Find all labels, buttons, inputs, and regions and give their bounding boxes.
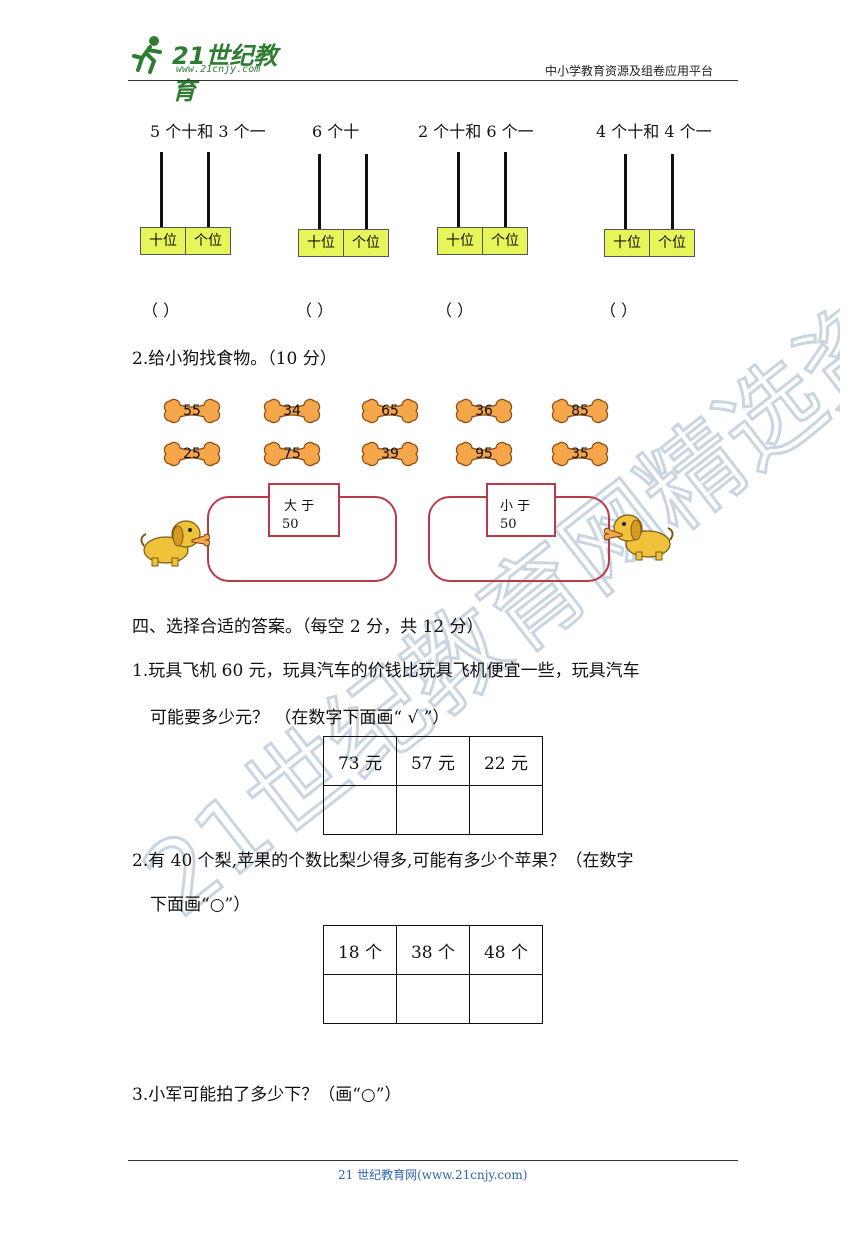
bone-icon xyxy=(163,441,221,467)
footer-text: 21 世纪教育网(www.21cnjy.com) xyxy=(338,1168,528,1182)
option-cell: 18 个 xyxy=(323,925,397,975)
ones-label: 个位 xyxy=(491,233,519,249)
q4-1-options-table: 73 元 57 元 22 元 xyxy=(323,736,543,835)
tens-label: 十位 xyxy=(605,230,650,256)
option-cell: 22 元 xyxy=(469,736,543,786)
q4-1-line2: 可能要多少元？ （在数字下面画“ √ ”） xyxy=(150,708,450,728)
option-cell: 48 个 xyxy=(469,925,543,975)
bone-75[interactable]: 75 xyxy=(260,438,324,470)
bone-number: 85 xyxy=(571,403,589,419)
tens-rod xyxy=(624,154,627,230)
sign-text-line1: 小 于 xyxy=(500,499,531,514)
abacus-label-2: 6 个十 xyxy=(312,122,360,141)
bone-39[interactable]: 39 xyxy=(358,438,422,470)
ones-label: 个位 xyxy=(194,233,222,249)
bone-34[interactable]: 34 xyxy=(260,395,324,427)
ones-label: 个位 xyxy=(658,235,686,251)
abacus-label-4: 4 个十和 4 个一 xyxy=(596,122,712,141)
mark-cell[interactable] xyxy=(469,974,543,1024)
header-rule xyxy=(128,80,738,81)
option-cell: 38 个 xyxy=(396,925,470,975)
option-cell: 57 元 xyxy=(396,736,470,786)
q4-1-line1: 1.玩具飞机 60 元，玩具汽车的价钱比玩具飞机便宜一些，玩具汽车 xyxy=(132,661,640,681)
bone-number: 75 xyxy=(283,446,301,462)
option-cell: 73 元 xyxy=(323,736,397,786)
ones-rod xyxy=(365,154,368,230)
logo-text: 21世纪教育 xyxy=(172,42,278,105)
tens-label: 十位 xyxy=(438,228,483,254)
bone-35[interactable]: 35 xyxy=(548,438,612,470)
sign-less-than-50: 小 于 50 xyxy=(486,483,556,537)
q4-2-line2: 下面画“○”） xyxy=(150,895,251,915)
mark-cell[interactable] xyxy=(396,974,470,1024)
ones-rod xyxy=(504,152,507,228)
mark-cell[interactable] xyxy=(323,785,397,835)
bone-number: 36 xyxy=(475,403,493,419)
header-logo: 21世纪教育 www.21cnjy.com xyxy=(128,34,298,105)
footer-rule xyxy=(128,1160,738,1161)
bone-number: 34 xyxy=(283,403,301,419)
sign-text-line1: 大 于 xyxy=(284,499,315,514)
logo-subtitle: www.21cnjy.com xyxy=(176,64,261,75)
section4-title: 四、选择合适的答案。（每空 2 分，共 12 分） xyxy=(132,617,484,637)
bone-icon xyxy=(455,398,513,424)
bone-icon xyxy=(263,398,321,424)
answer-blank-4[interactable]: （ ） xyxy=(600,301,638,320)
place-value-labels: 十位 个位 xyxy=(298,229,389,257)
q4-2-line1: 2.有 40 个梨,苹果的个数比梨少得多,可能有多少个苹果？（在数字 xyxy=(132,851,634,871)
header-right-text: 中小学教育资源及组卷应用平台 xyxy=(545,64,714,78)
bone-icon xyxy=(361,441,419,467)
q2-title: 2.给小狗找食物。（10 分） xyxy=(132,349,337,369)
bone-number: 55 xyxy=(183,403,201,419)
mark-cell[interactable] xyxy=(469,785,543,835)
tens-label: 十位 xyxy=(299,230,344,256)
bone-number: 25 xyxy=(183,446,201,462)
answer-blank-3[interactable]: （ ） xyxy=(436,301,474,320)
place-value-labels: 十位 个位 xyxy=(604,229,695,257)
place-value-labels: 十位 个位 xyxy=(437,227,528,255)
tens-rod xyxy=(318,154,321,230)
bone-number: 35 xyxy=(571,446,589,462)
answer-blank-1[interactable]: （ ） xyxy=(142,301,180,320)
bone-95[interactable]: 95 xyxy=(452,438,516,470)
runner-icon xyxy=(132,36,162,74)
bone-55[interactable]: 55 xyxy=(160,395,224,427)
bone-icon xyxy=(551,441,609,467)
bone-65[interactable]: 65 xyxy=(358,395,422,427)
abacus-label-1: 5 个十和 3 个一 xyxy=(150,122,266,141)
ones-rod xyxy=(671,154,674,230)
q4-2-options-table: 18 个 38 个 48 个 xyxy=(323,925,543,1024)
ones-label: 个位 xyxy=(352,235,380,251)
mark-cell[interactable] xyxy=(323,974,397,1024)
sign-text-line2: 50 xyxy=(282,517,299,532)
bone-number: 95 xyxy=(475,446,493,462)
dog-right-icon xyxy=(604,514,674,561)
q4-3-line1: 3.小军可能拍了多少下？（画“○”） xyxy=(132,1085,402,1105)
abacus-label-3: 2 个十和 6 个一 xyxy=(418,122,534,141)
bone-icon xyxy=(163,398,221,424)
tens-rod xyxy=(160,152,163,228)
sign-text-line2: 50 xyxy=(500,517,517,532)
bone-icon xyxy=(361,398,419,424)
bone-number: 65 xyxy=(381,403,399,419)
dog-left-icon xyxy=(140,520,210,567)
bone-85[interactable]: 85 xyxy=(548,395,612,427)
bone-25[interactable]: 25 xyxy=(160,438,224,470)
ones-rod xyxy=(207,152,210,228)
bone-number: 39 xyxy=(381,446,399,462)
tens-rod xyxy=(457,152,460,228)
place-value-labels: 十位 个位 xyxy=(140,227,231,255)
answer-blank-2[interactable]: （ ） xyxy=(296,301,334,320)
bone-36[interactable]: 36 xyxy=(452,395,516,427)
bone-icon xyxy=(551,398,609,424)
tens-label: 十位 xyxy=(141,228,186,254)
bone-icon xyxy=(263,441,321,467)
sign-greater-than-50: 大 于 50 xyxy=(268,483,340,537)
bone-icon xyxy=(455,441,513,467)
mark-cell[interactable] xyxy=(396,785,470,835)
